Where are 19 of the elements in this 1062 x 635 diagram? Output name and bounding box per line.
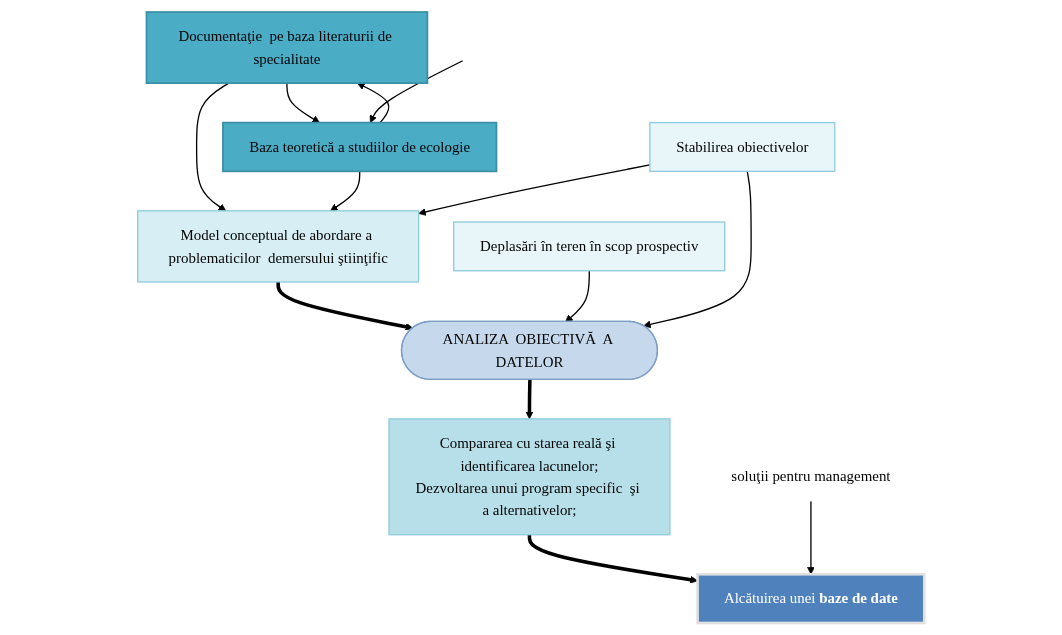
node-box: Deplasări în teren în scop prospectiv <box>453 221 726 272</box>
node-box: Baza teoretică a studiilor de ecologie <box>222 121 498 173</box>
node-box: Documentaţie pe baza literaturii de specialitate <box>145 11 429 84</box>
node-box: Compararea cu starea reală şi identificarea lacunelor; Dezvoltarea unui program specific şi a alternativelor; <box>388 418 671 536</box>
arrow <box>369 60 464 123</box>
node-box: Stabilirea obiectivelor <box>649 121 836 172</box>
arrow <box>525 379 534 420</box>
arrow <box>527 534 698 584</box>
arrow <box>357 82 390 124</box>
arrow <box>643 170 752 329</box>
node-box: Alcătuirea unei baze de date <box>696 572 926 625</box>
arrow <box>286 82 320 123</box>
arrow <box>565 270 590 323</box>
arrow <box>330 170 361 212</box>
arrow <box>195 82 230 212</box>
node-text: soluţii pentru management <box>731 468 891 485</box>
node-box: Model conceptual de abordare a problematicilor demersului ştiinţific <box>137 210 420 283</box>
arrow <box>276 281 414 331</box>
arrow <box>807 500 815 575</box>
